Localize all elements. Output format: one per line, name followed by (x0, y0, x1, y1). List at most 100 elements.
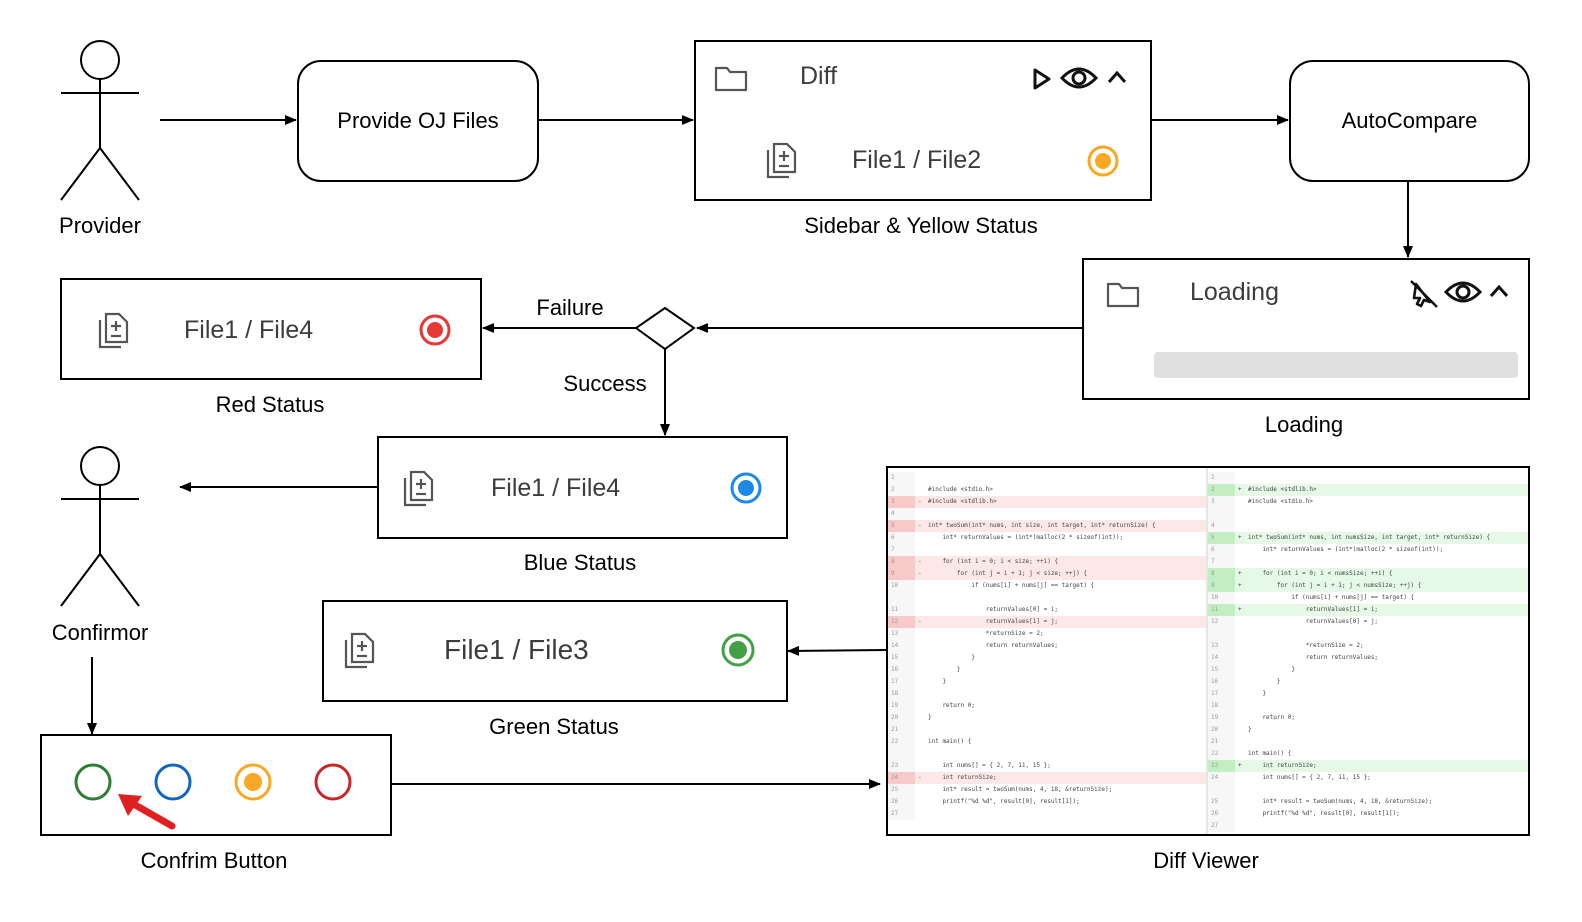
diff-line-marker: - (918, 618, 922, 625)
sidebar-caption: Sidebar & Yellow Status (804, 213, 1038, 238)
loading-skeleton-bar (1154, 352, 1518, 378)
diff-line-text: for (int j = i + 1; j < size; ++j) { (928, 570, 1087, 577)
diff-line-text: return 0; (928, 702, 975, 709)
diff-line-text: } (928, 666, 961, 673)
diff-line-text: } (928, 654, 975, 661)
diff-line-number: 15 (888, 652, 915, 664)
diff-line-marker: + (1238, 486, 1242, 493)
confirm-blue-button[interactable] (152, 761, 194, 803)
diff-line-text: #include <stdio.h> (928, 486, 994, 493)
diff-line-number: 12 (888, 616, 915, 628)
diff-line-text: for (int i = 0; i < size; ++i) { (928, 558, 1059, 565)
diff-line-marker: - (918, 570, 922, 577)
sidebar-file-pair[interactable]: File1 / File2 (852, 146, 982, 174)
diff-line: 23+ int returnSize; (1208, 760, 1528, 772)
diff-line: 10 if (nums[i] + nums[j] == target) { (888, 580, 1206, 592)
diff-line-text: int nums[] = { 2, 7, 11, 15 }; (1248, 774, 1371, 781)
diff-line-text: if (nums[i] + nums[j] == target) { (1248, 594, 1415, 601)
blue-file-pair[interactable]: File1 / File4 (491, 474, 621, 502)
loading-caption: Loading (1264, 412, 1344, 437)
red-status-panel: File1 / File4 (60, 278, 482, 380)
confirm-button-caption: Confrim Button (140, 848, 288, 873)
diff-line: 10 if (nums[i] + nums[j] == target) { (1208, 592, 1528, 604)
diff-line: 13 *returnSize = 2; (888, 628, 1206, 640)
confirmor-label: Confirmor (51, 620, 149, 645)
diff-line-number: 24 (888, 772, 915, 784)
blue-status-caption: Blue Status (523, 550, 637, 575)
confirmor-actor-icon (60, 446, 140, 607)
eye-icon[interactable] (1444, 278, 1482, 306)
diff-line: 26 printf("%d %d", result[0], result[1])… (1208, 808, 1528, 820)
diff-line-text: *returnSize = 2; (928, 630, 1044, 637)
diff-line: 7 (1208, 556, 1528, 568)
diff-line: 9+ for (int j = i + 1; j < numsSize; ++j… (1208, 580, 1528, 592)
diff-line-number: 24 (1208, 772, 1235, 784)
diff-line: 18 (1208, 700, 1528, 712)
diff-line: 25 int* result = twoSum(nums, 4, 18, &re… (1208, 796, 1528, 808)
diff-line: 3#include <stdio.h> (1208, 496, 1528, 508)
diff-line: 8+ for (int i = 0; i < numsSize; ++i) { (1208, 568, 1528, 580)
diff-line: 9- for (int j = i + 1; j < size; ++j) { (888, 568, 1206, 580)
green-status-caption: Green Status (489, 714, 619, 739)
chevron-up-icon[interactable] (1488, 282, 1510, 300)
eye-icon[interactable] (1060, 64, 1098, 92)
confirm-red-button[interactable] (312, 761, 354, 803)
diff-line-number: 11 (1208, 604, 1235, 616)
diff-line-text: } (1248, 678, 1281, 685)
decision-diamond (634, 306, 696, 351)
diff-line-number: 20 (888, 712, 915, 724)
pointer-off-icon[interactable] (1408, 278, 1440, 310)
success-label: Success (563, 371, 647, 396)
play-icon[interactable] (1032, 68, 1052, 90)
diff-line-number: 6 (888, 532, 915, 544)
autocompare-label: AutoCompare (1341, 108, 1478, 133)
diff-line-number: 15 (1208, 664, 1235, 676)
diff-line-number: 6 (1208, 544, 1235, 556)
diff-line-number (1208, 784, 1235, 796)
confirm-green-button[interactable] (72, 761, 114, 803)
diff-line-text: *returnSize = 2; (1248, 642, 1364, 649)
diff-line (888, 592, 1206, 604)
diff-line-text: int* returnValues = (int*)malloc(2 * siz… (1248, 546, 1444, 553)
red-file-pair[interactable]: File1 / File4 (184, 316, 314, 344)
diff-line-number: 25 (888, 784, 915, 796)
chevron-up-icon[interactable] (1106, 68, 1128, 86)
diff-line: 4 (1208, 520, 1528, 532)
confirm-button-group (40, 734, 392, 836)
diff-line: 17 } (1208, 688, 1528, 700)
sidebar-panel: Diff File1 / File2 (694, 40, 1152, 201)
file-diff-icon (403, 470, 434, 507)
diff-line: 20} (1208, 724, 1528, 736)
loading-title: Loading (1190, 278, 1279, 306)
diff-line-text: int* result = twoSum(nums, 4, 18, &retur… (1248, 798, 1433, 805)
diff-line-text: returnValues[0] = i; (928, 606, 1059, 613)
diff-line-text: if (nums[i] + nums[j] == target) { (928, 582, 1095, 589)
diff-line-number: 26 (888, 796, 915, 808)
diff-line-number: 17 (888, 676, 915, 688)
diff-line: 27 (1208, 820, 1528, 832)
diff-line-text: int returnSize; (1248, 762, 1317, 769)
diff-line-number: 8 (1208, 568, 1235, 580)
failure-label: Failure (536, 295, 604, 320)
diff-line-number: 3 (1208, 496, 1235, 508)
diff-line-number: 1 (888, 472, 915, 484)
diff-line-number: 5 (1208, 532, 1235, 544)
green-file-pair[interactable]: File1 / File3 (444, 634, 589, 665)
file-diff-icon (98, 312, 129, 349)
diff-line-text: return returnValues; (1248, 654, 1379, 661)
folder-icon (714, 66, 748, 92)
confirm-yellow-button[interactable] (232, 761, 274, 803)
diff-line-marker: - (918, 498, 922, 505)
provide-step-label: Provide OJ Files (337, 108, 499, 133)
diff-line-text: for (int j = i + 1; j < numsSize; ++j) { (1248, 582, 1422, 589)
diff-line: 6 int* returnValues = (int*)malloc(2 * s… (888, 532, 1206, 544)
diff-line-text: int* twoSum(int* nums, int numsSize, int… (1248, 534, 1491, 541)
diff-line: 12- returnValues[1] = j; (888, 616, 1206, 628)
diff-line-number: 7 (888, 544, 915, 556)
diff-line: 15 } (888, 652, 1206, 664)
red-status-caption: Red Status (215, 392, 325, 417)
